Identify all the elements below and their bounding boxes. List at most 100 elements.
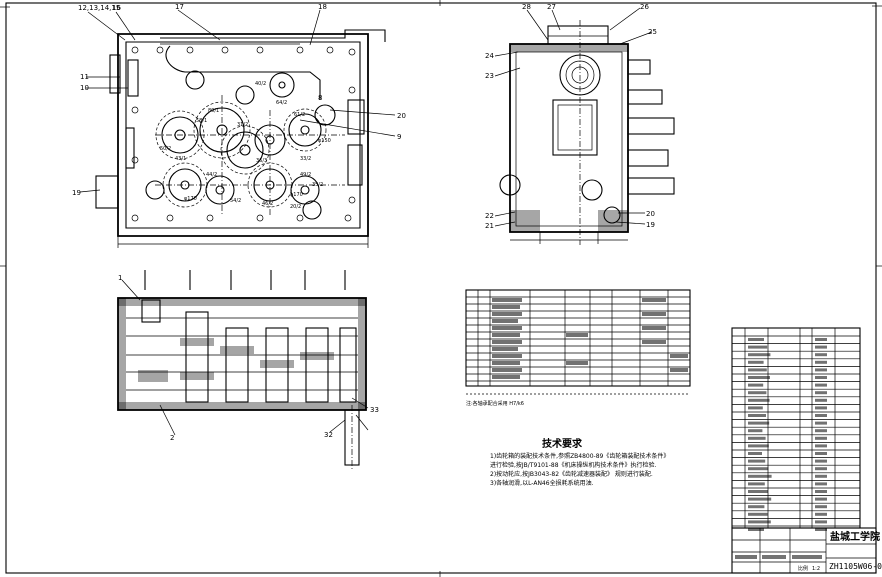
parts-row-text <box>815 436 827 440</box>
parts-row-text <box>815 505 827 509</box>
parts-list <box>731 327 861 531</box>
callout-label: 26 <box>640 3 649 11</box>
parts-row-text <box>748 391 767 395</box>
school-name: 盐城工学院 <box>830 530 880 543</box>
parts-row-text <box>748 452 762 455</box>
parts-row-text <box>748 474 772 478</box>
parts-row-text <box>815 391 827 395</box>
callout-label: 24 <box>485 52 494 60</box>
callout-label: 32 <box>324 431 333 439</box>
parts-row-text <box>748 376 770 379</box>
parts-row-text <box>748 528 764 531</box>
title-block: 比例 1:2 盐城工学院 ZH1105W06-00 <box>731 527 882 574</box>
gear-label: 36/3 <box>256 158 267 164</box>
gear-label: 20/2 <box>290 204 301 210</box>
parts-row-text <box>815 338 827 341</box>
callout-label: 21 <box>485 222 494 230</box>
parts-row-text <box>815 429 827 433</box>
callout-label: 25 <box>648 28 657 36</box>
parts-row-text <box>815 383 827 387</box>
tech-req-line: 进行检验,按JB/T9101-88《机床操纵机构技术条件》执行检验. <box>490 461 657 469</box>
parts-row-text <box>748 353 771 357</box>
callout-label: 1 <box>118 274 122 282</box>
parts-row-text <box>748 482 765 486</box>
callout-label: 2 <box>170 434 174 442</box>
parts-row-text <box>815 368 827 372</box>
parts-row-text <box>815 528 827 531</box>
callout-label: 19 <box>72 189 81 197</box>
parts-row-text <box>748 467 769 471</box>
parts-row-text <box>748 512 768 516</box>
scale-label: 比例 <box>798 565 808 572</box>
gear-label: 49/2 <box>300 172 311 178</box>
gear-label: 33/2 <box>300 156 311 162</box>
dimension-label: φ170 <box>290 192 303 198</box>
parts-row-text <box>815 398 827 402</box>
parts-row-text <box>815 345 827 349</box>
parts-row-text <box>748 406 763 410</box>
parts-row-text <box>748 398 770 402</box>
parts-row-text <box>815 360 827 364</box>
side-view: 28 27 26 25 24 23 22 21 20 19 <box>485 3 675 245</box>
parts-row-text <box>815 459 827 463</box>
parts-row-text <box>748 429 763 433</box>
front-view: 80/1 40/2 64/2 58/1 50/2 31/2 61/2 43/1 … <box>72 3 406 248</box>
gear-label: 44/2 <box>206 172 217 178</box>
gear-label: 31/2 <box>237 122 248 128</box>
gear-label: 46/2 <box>262 201 273 207</box>
technical-requirements: 技术要求 1)齿轮箱的装配技术条件,参照ZB4800-89《齿轮箱装配技术条件》… <box>490 437 669 487</box>
callout-label: 28 <box>522 3 531 11</box>
callout-label: 18 <box>318 3 327 11</box>
parts-row-text <box>815 444 827 448</box>
gear-label: 64/2 <box>276 100 287 106</box>
gear-label: 80/1 <box>208 108 219 114</box>
callout-label: 20 <box>646 210 655 218</box>
scale-value: 1:2 <box>812 566 820 572</box>
parts-row-text <box>815 490 827 493</box>
parts-row-text <box>815 376 827 379</box>
dimension-label: φ170 <box>184 196 197 202</box>
parts-row-text <box>748 436 766 440</box>
parts-row-text <box>815 474 827 478</box>
tech-req-line: 1)齿轮箱的装配技术条件,参照ZB4800-89《齿轮箱装配技术条件》 <box>490 452 669 460</box>
parts-row-text <box>815 520 827 524</box>
callout-label: 9 <box>397 133 401 141</box>
tech-req-title: 技术要求 <box>542 437 583 450</box>
parts-row-text <box>815 406 827 410</box>
parts-row-text <box>748 444 769 448</box>
parts-row-text <box>748 421 770 425</box>
parts-row-text <box>748 414 766 417</box>
parts-row-text <box>748 368 767 372</box>
table-note: 注:各轴承配合采用 H7/k6 <box>466 400 524 407</box>
gear-label: 35/2 <box>312 182 323 188</box>
parts-row-text <box>815 467 827 471</box>
callout-label: 22 <box>485 212 494 220</box>
callout-label: 27 <box>547 3 556 11</box>
parts-row-text <box>815 414 827 417</box>
gear-label: 40/2 <box>255 81 266 87</box>
gear-parameter-table: 注:各轴承配合采用 H7/k6 <box>465 289 691 407</box>
parts-row-text <box>815 353 827 357</box>
gear-label: 54/2 <box>230 198 241 204</box>
parts-row-text <box>815 512 827 516</box>
parts-row-text <box>748 497 772 501</box>
callout-label: 17 <box>175 3 184 11</box>
callout-label: 19 <box>646 221 655 229</box>
gear-label: 58/1 <box>196 118 207 124</box>
drawing-number: ZH1105W06-00 <box>829 562 882 571</box>
tech-req-line: 3)各轴润滑,以L-AN46全损耗系统用油. <box>490 479 594 487</box>
callout-label: 11 <box>80 73 89 81</box>
callout-label: 33 <box>370 406 379 414</box>
gear-label: 43/1 <box>175 156 186 162</box>
parts-row-text <box>815 421 827 425</box>
parts-row-text <box>815 497 827 501</box>
callout-label: 16 <box>112 4 121 12</box>
parts-row-text <box>748 490 768 493</box>
parts-row-text <box>748 360 764 364</box>
gear-label: 61/2 <box>294 112 305 118</box>
parts-row-text <box>748 459 766 463</box>
section-view: 1 2 32 33 <box>117 270 379 470</box>
gear-label: 50/2 <box>160 146 171 152</box>
parts-row-text <box>748 505 765 509</box>
